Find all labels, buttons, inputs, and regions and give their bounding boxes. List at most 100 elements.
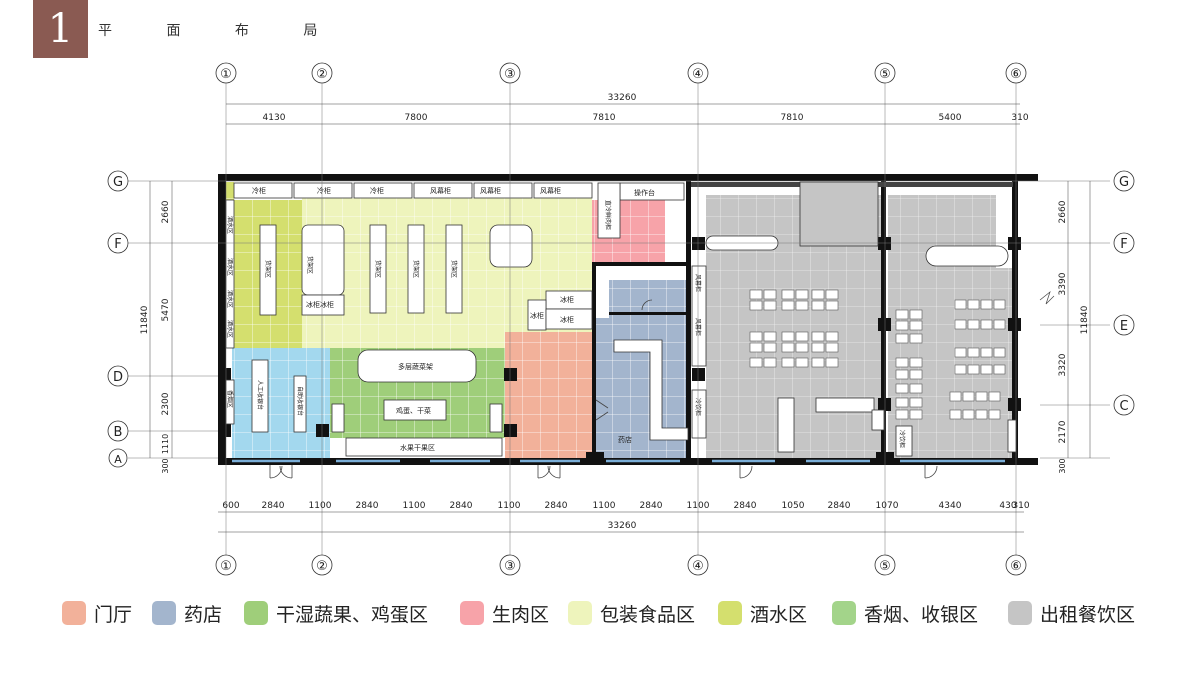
section-number-badge: 1	[33, 0, 88, 58]
dim-bottom-seg: 2840	[734, 501, 757, 511]
legend-swatch	[568, 601, 592, 625]
dim-bottom-seg: 2840	[450, 501, 473, 511]
legend-item-packaged: 包装食品区	[568, 598, 695, 628]
dim-top-seg: 7810	[781, 113, 804, 123]
dim-top-seg: 7800	[405, 113, 428, 123]
dim-bottom-seg: 600	[222, 501, 239, 511]
legend-item-lobby: 门厅	[62, 598, 132, 628]
legend-label: 干湿蔬果、鸡蛋区	[276, 603, 429, 626]
axis-row-label: E	[1120, 319, 1128, 334]
shelf-label: 货架区	[374, 260, 382, 278]
dim-bottom-seg: 1100	[309, 501, 332, 511]
dim-left-seg: 2300	[161, 392, 171, 415]
work-table-label: 操作台	[634, 188, 655, 197]
legend-label: 门厅	[94, 603, 133, 626]
egg-zone-label: 鸡蛋、干菜	[396, 406, 431, 415]
axis-row-label: A	[114, 453, 122, 466]
dim-bottom-seg: 2840	[828, 501, 851, 511]
dim-left-seg: 1110	[161, 434, 170, 454]
dim-bottom-total: 33260	[608, 521, 637, 531]
axis-column-label: ⑥	[1010, 559, 1022, 574]
dimension-text: 33260 4130 7800 7810 7810 5400 310 600 2…	[140, 93, 1090, 531]
dim-left-seg: 300	[161, 458, 170, 473]
dim-bottom-seg: 2840	[262, 501, 285, 511]
freezer-label: 冰柜	[560, 295, 574, 304]
legend-item-meat: 生肉区	[460, 598, 549, 628]
axis-column-label: ②	[316, 67, 328, 82]
dim-top-seg: 310	[1011, 113, 1028, 123]
axis-row-label: F	[114, 237, 121, 252]
legend-label: 生肉区	[492, 603, 550, 626]
fixtures	[225, 181, 1017, 457]
dim-bottom-seg: 1070	[876, 501, 899, 511]
legend-label: 香烟、收银区	[864, 603, 979, 626]
axis-column-label: ⑥	[1010, 67, 1022, 82]
dim-bottom-seg: 1100	[403, 501, 426, 511]
wine-zone-label: 酒水区	[226, 216, 234, 234]
axis-column-label: ⑤	[879, 67, 891, 82]
dim-bottom-seg: 430	[999, 501, 1016, 511]
dim-right-seg: 3390	[1058, 272, 1068, 295]
dim-bottom-seg: 2840	[640, 501, 663, 511]
self-checkout-label: 自助收银台	[296, 386, 304, 416]
freezer-label: 冰柜	[560, 315, 574, 324]
freezer-label: 冰柜	[530, 311, 544, 320]
freezer-label: 冷柜	[370, 186, 384, 195]
legend-item-tobacco-checkout: 香烟、收银区	[832, 598, 978, 628]
freezer-island-label: 冰柜冰柜	[306, 300, 334, 309]
tobacco-zone-label: 香烟区	[226, 390, 234, 408]
shelf-label: 货架区	[264, 260, 272, 278]
legend: 门厅 药店 干湿蔬果、鸡蛋区 生肉区 包装食品区 酒水区 香烟、收银区 出租餐饮…	[62, 598, 1162, 628]
meat-case-label: 直冷鲜肉柜	[604, 200, 612, 230]
axis-column-label: ①	[220, 67, 232, 82]
legend-swatch	[460, 601, 484, 625]
dim-left-total: 11840	[140, 305, 150, 334]
wine-zone-label: 酒水区	[226, 258, 234, 276]
legend-swatch	[718, 601, 742, 625]
dim-bottom-seg: 1100	[687, 501, 710, 511]
grid-lines	[128, 83, 1110, 556]
axis-column-label: ③	[504, 559, 516, 574]
axis-row-label: D	[113, 370, 123, 385]
legend-item-wine: 酒水区	[718, 598, 807, 628]
pharmacy-label: 药店	[618, 435, 632, 444]
legend-swatch	[1008, 601, 1032, 625]
floor-plan: 冷柜 冷柜 冷柜 风幕柜 风幕柜 风幕柜 操作台 直冷鲜肉柜 酒水区 酒水区 酒…	[107, 62, 1135, 576]
page-title: 平 面 布 局	[98, 23, 343, 39]
axis-column-label: ⑤	[879, 559, 891, 574]
dim-bottom-seg: 2840	[545, 501, 568, 511]
wine-zone-label: 酒水区	[226, 290, 234, 308]
shelf-label: 货架区	[306, 256, 314, 274]
dim-right-seg: 2170	[1058, 420, 1068, 443]
dim-top-total: 33260	[608, 93, 637, 103]
axis-bubbles	[107, 62, 1135, 576]
break-symbol	[1039, 290, 1055, 305]
dim-bottom-seg: 1050	[782, 501, 805, 511]
legend-label: 酒水区	[750, 603, 808, 626]
dim-right-seg: 2660	[1058, 200, 1068, 223]
door-swings	[269, 299, 938, 479]
dim-bottom-seg: 310	[1012, 501, 1029, 511]
veg-rack-label: 多层蔬菜架	[398, 362, 433, 371]
dim-bottom-seg: 2840	[356, 501, 379, 511]
air-curtain-label: 风幕柜	[430, 186, 451, 195]
axis-row-label: F	[1120, 237, 1127, 252]
legend-swatch	[62, 601, 86, 625]
axis-labels: ① ② ③ ④ ⑤ ⑥ ① ② ③ ④ ⑤ ⑥ G F D B A G F E …	[113, 67, 1129, 574]
axis-column-label: ②	[316, 559, 328, 574]
dimension-lines	[149, 103, 1091, 533]
legend-swatch	[244, 601, 268, 625]
shelf-label: 货架区	[450, 260, 458, 278]
dim-right-total: 11840	[1080, 305, 1090, 334]
dim-top-seg: 5400	[939, 113, 962, 123]
air-curtain-label: 风幕柜	[480, 186, 501, 195]
fruit-zone-label: 水果干果区	[400, 443, 435, 452]
legend-swatch	[832, 601, 856, 625]
legend-item-pharmacy: 药店	[152, 598, 222, 628]
dim-right-seg: 300	[1058, 458, 1067, 473]
wine-zone-label: 酒水区	[226, 320, 234, 338]
legend-label: 药店	[184, 603, 223, 626]
dim-left-seg: 2660	[161, 200, 171, 223]
freezer-label: 冷柜	[252, 186, 266, 195]
shelf-label: 货架区	[412, 260, 420, 278]
